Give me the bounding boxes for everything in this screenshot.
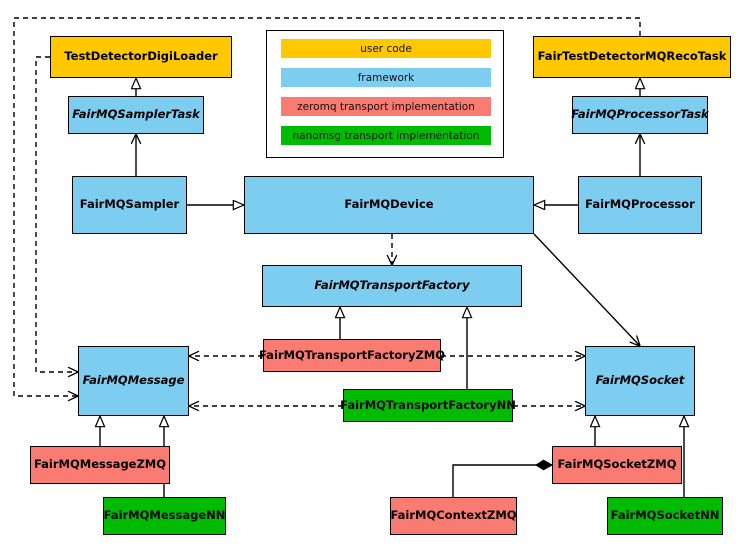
node-FairMQSocketNN[interactable]: FairMQSocketNN [607,497,723,535]
legend-item-zeromq: zeromq transport implementation [281,97,491,116]
node-FairMQContextZMQ[interactable]: FairMQContextZMQ [390,497,517,535]
node-FairMQSamplerTask[interactable]: FairMQSamplerTask [68,96,204,134]
node-FairMQMessageZMQ[interactable]: FairMQMessageZMQ [30,446,170,484]
node-TestDetectorDigiLoader[interactable]: TestDetectorDigiLoader [50,36,232,78]
node-FairMQSocketZMQ[interactable]: FairMQSocketZMQ [552,446,682,484]
node-FairMQTransportFactoryZMQ[interactable]: FairMQTransportFactoryZMQ [259,339,445,372]
node-FairMQTransportFactoryNN[interactable]: FairMQTransportFactoryNN [340,389,516,422]
edge-digiloader-to-message [35,56,78,372]
node-FairMQProcessorTask[interactable]: FairMQProcessorTask [571,96,709,134]
node-FairMQSocket[interactable]: FairMQSocket [585,346,695,416]
edge-contextzmq-to-socketzmq [452,465,552,497]
node-FairMQProcessor[interactable]: FairMQProcessor [578,176,702,234]
node-FairMQDevice[interactable]: FairMQDevice [244,176,534,234]
node-FairMQSampler[interactable]: FairMQSampler [72,176,187,234]
edge-device-to-socket [533,233,640,346]
node-FairMQMessage[interactable]: FairMQMessage [78,346,189,416]
edge-recotask-to-message [13,17,641,396]
node-FairMQMessageNN[interactable]: FairMQMessageNN [103,497,226,535]
node-FairTestDetectorMQRecoTask[interactable]: FairTestDetectorMQRecoTask [533,36,731,78]
legend-item-user-code: user code [281,39,491,58]
legend-item-nanomsg: nanomsg transport implementation [281,126,491,145]
legend: user code framework zeromq transport imp… [266,30,504,158]
legend-item-framework: framework [281,68,491,87]
node-FairMQTransportFactory[interactable]: FairMQTransportFactory [262,265,522,307]
